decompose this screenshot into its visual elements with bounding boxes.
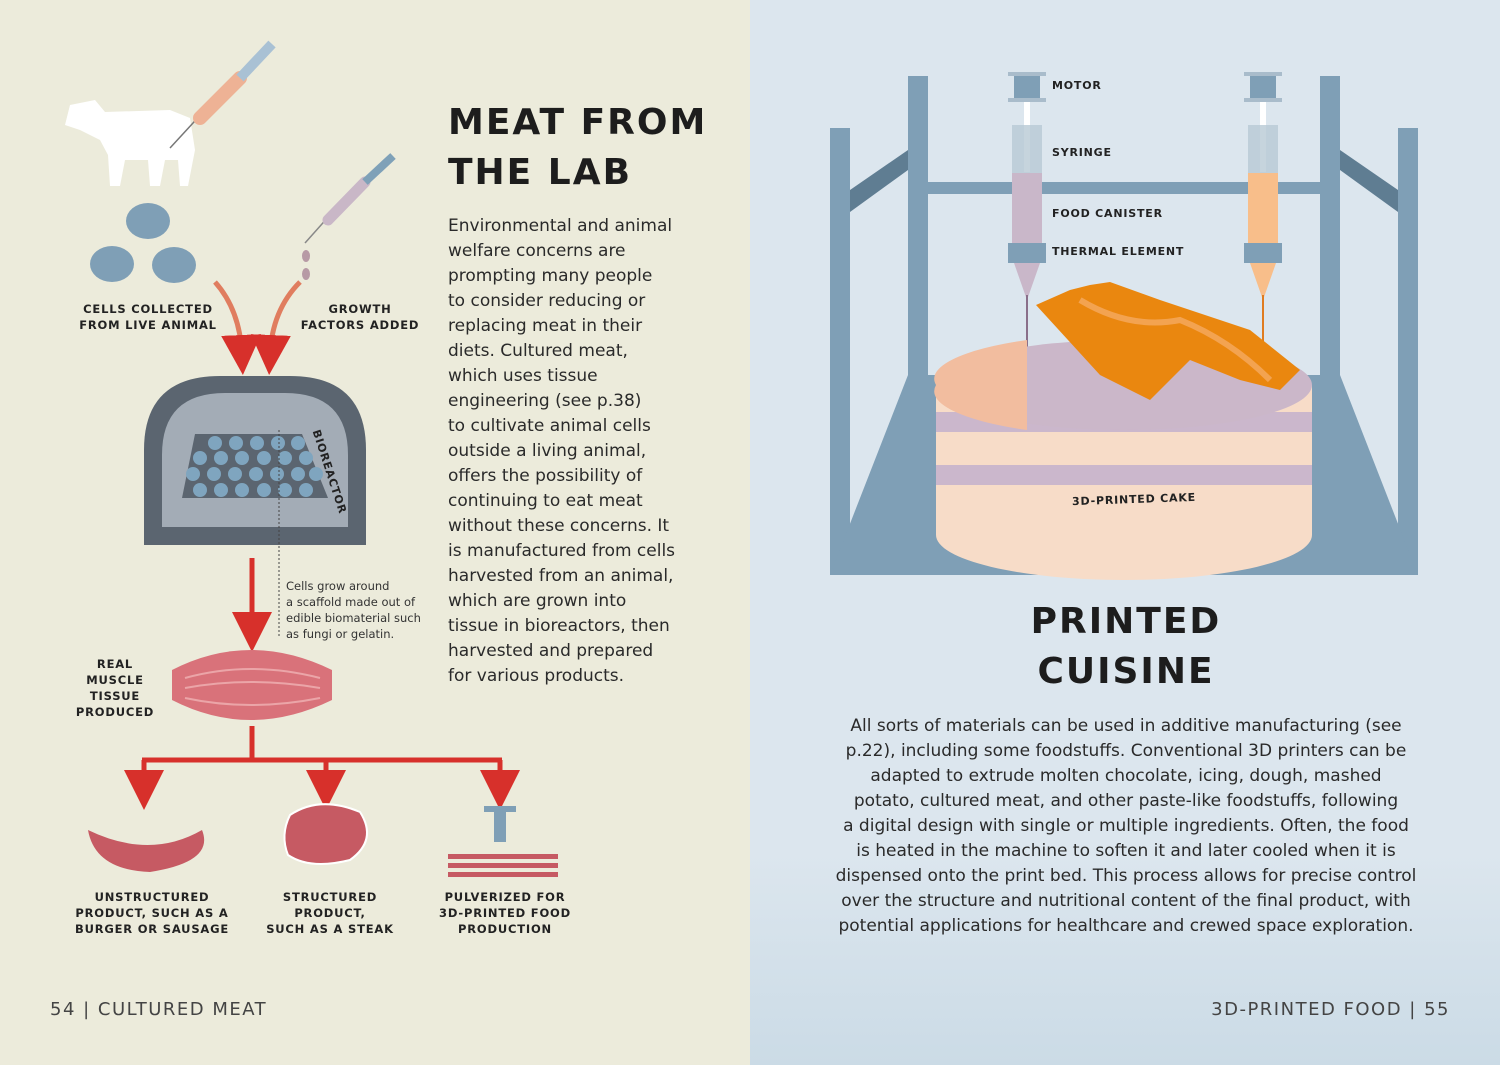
nozzle-icon <box>448 806 558 877</box>
body-line: prompting many people <box>448 266 653 286</box>
branch-arrows <box>124 726 520 810</box>
body-line: All sorts of materials can be used in ad… <box>850 716 1402 736</box>
label-syringe: SYRINGE <box>1052 146 1112 159</box>
body-line: is heated in the machine to soften it an… <box>856 841 1396 861</box>
label-growth-factors: GROWTH FACTORS ADDED <box>300 301 420 333</box>
printer-illustration <box>830 72 1418 580</box>
note-line: a scaffold made out of <box>286 595 416 609</box>
right-body-text: All sorts of materials can be used in ad… <box>806 714 1446 939</box>
label-food-canister: FOOD CANISTER <box>1052 207 1163 220</box>
body-line: welfare concerns are <box>448 241 626 261</box>
label-pulverized: PULVERIZED FOR 3D-PRINTED FOOD PRODUCTIO… <box>430 889 580 937</box>
label-line: PRODUCED <box>75 705 155 719</box>
body-line: diets. Cultured meat, <box>448 341 628 361</box>
body-line: potential applications for healthcare an… <box>838 916 1414 936</box>
label-cells-collected: CELLS COLLECTED FROM LIVE ANIMAL <box>78 301 218 333</box>
label-line: BURGER OR SAUSAGE <box>75 922 229 936</box>
label-structured-product: STRUCTURED PRODUCT, SUCH AS A STEAK <box>260 889 400 937</box>
label-line: PRODUCT, <box>294 906 366 920</box>
label-thermal-element: THERMAL ELEMENT <box>1052 245 1185 258</box>
left-body-text: Environmental and animal welfare concern… <box>448 214 675 689</box>
muscle-tissue-illustration <box>172 650 332 720</box>
label-line: SUCH AS A STEAK <box>266 922 394 936</box>
page-title-printed-cuisine: PRINTED CUISINE <box>926 597 1326 697</box>
title-line: PRINTED <box>1030 601 1222 642</box>
body-line: outside a living animal, <box>448 441 647 461</box>
title-line: THE LAB <box>448 152 633 193</box>
body-line: a digital design with single or multiple… <box>843 816 1409 836</box>
label-unstructured-product: UNSTRUCTURED PRODUCT, SUCH AS A BURGER O… <box>72 889 232 937</box>
label-line: UNSTRUCTURED <box>94 890 210 904</box>
label-line: PULVERIZED FOR <box>444 890 566 904</box>
page-title-meat-from-the-lab: MEAT FROM THE LAB <box>448 98 707 198</box>
body-line: to consider reducing or <box>448 291 646 311</box>
body-line: which uses tissue <box>448 366 598 386</box>
right-folio: 3D-PRINTED FOOD | 55 <box>1211 999 1450 1020</box>
label-line: FROM LIVE ANIMAL <box>79 318 217 332</box>
label-line: FACTORS ADDED <box>300 318 420 332</box>
cells-icon <box>90 203 196 283</box>
body-line: without these concerns. It <box>448 516 670 536</box>
body-line: engineering (see p.38) <box>448 391 642 411</box>
label-line: REAL <box>96 657 134 671</box>
note-line: edible biomaterial such <box>286 611 421 625</box>
label-line: GROWTH <box>328 302 392 316</box>
note-line: as fungi or gelatin. <box>286 627 395 641</box>
arrow-icon <box>213 280 262 375</box>
arrow-icon <box>250 280 302 375</box>
body-line: continuing to eat meat <box>448 491 643 511</box>
body-line: harvested from an animal, <box>448 566 674 586</box>
title-line: MEAT FROM <box>448 102 708 143</box>
steak-icon <box>283 803 369 865</box>
body-line: potato, cultured meat, and other paste-l… <box>853 791 1399 811</box>
body-line: harvested and prepared <box>448 641 654 661</box>
body-line: over the structure and nutritional conte… <box>841 891 1411 911</box>
body-line: for various products. <box>448 666 625 686</box>
bioreactor-illustration <box>144 376 366 638</box>
label-line: PRODUCT, SUCH AS A <box>75 906 229 920</box>
label-motor: MOTOR <box>1052 79 1102 92</box>
label-line: PRODUCTION <box>458 922 552 936</box>
label-line: STRUCTURED <box>282 890 378 904</box>
note-line: Cells grow around <box>286 579 390 593</box>
cow-illustration <box>65 100 195 186</box>
body-line: is manufactured from cells <box>448 541 676 561</box>
sausage-icon <box>88 830 205 872</box>
label-line: CELLS COLLECTED <box>83 302 213 316</box>
label-muscle-tissue: REAL MUSCLE TISSUE PRODUCED <box>70 656 160 720</box>
scaffold-note: Cells grow around a scaffold made out of… <box>286 578 421 642</box>
body-line: offers the possibility of <box>448 466 643 486</box>
left-folio: 54 | CULTURED MEAT <box>50 999 268 1020</box>
body-line: which are grown into <box>448 591 627 611</box>
label-line: 3D-PRINTED FOOD <box>439 906 571 920</box>
label-line: MUSCLE <box>86 673 144 687</box>
body-line: replacing meat in their <box>448 316 643 336</box>
syringe-icon <box>169 40 276 149</box>
label-line: TISSUE <box>89 689 141 703</box>
body-line: Environmental and animal <box>448 216 673 236</box>
body-line: dispensed onto the print bed. This proce… <box>835 866 1417 886</box>
body-line: adapted to extrude molten chocolate, ici… <box>870 766 1382 786</box>
title-line: CUISINE <box>1037 651 1215 692</box>
body-line: tissue in bioreactors, then <box>448 616 670 636</box>
body-line: to cultivate animal cells <box>448 416 651 436</box>
body-line: p.22), including some foodstuffs. Conven… <box>845 741 1407 761</box>
syringe-icon <box>302 153 396 280</box>
